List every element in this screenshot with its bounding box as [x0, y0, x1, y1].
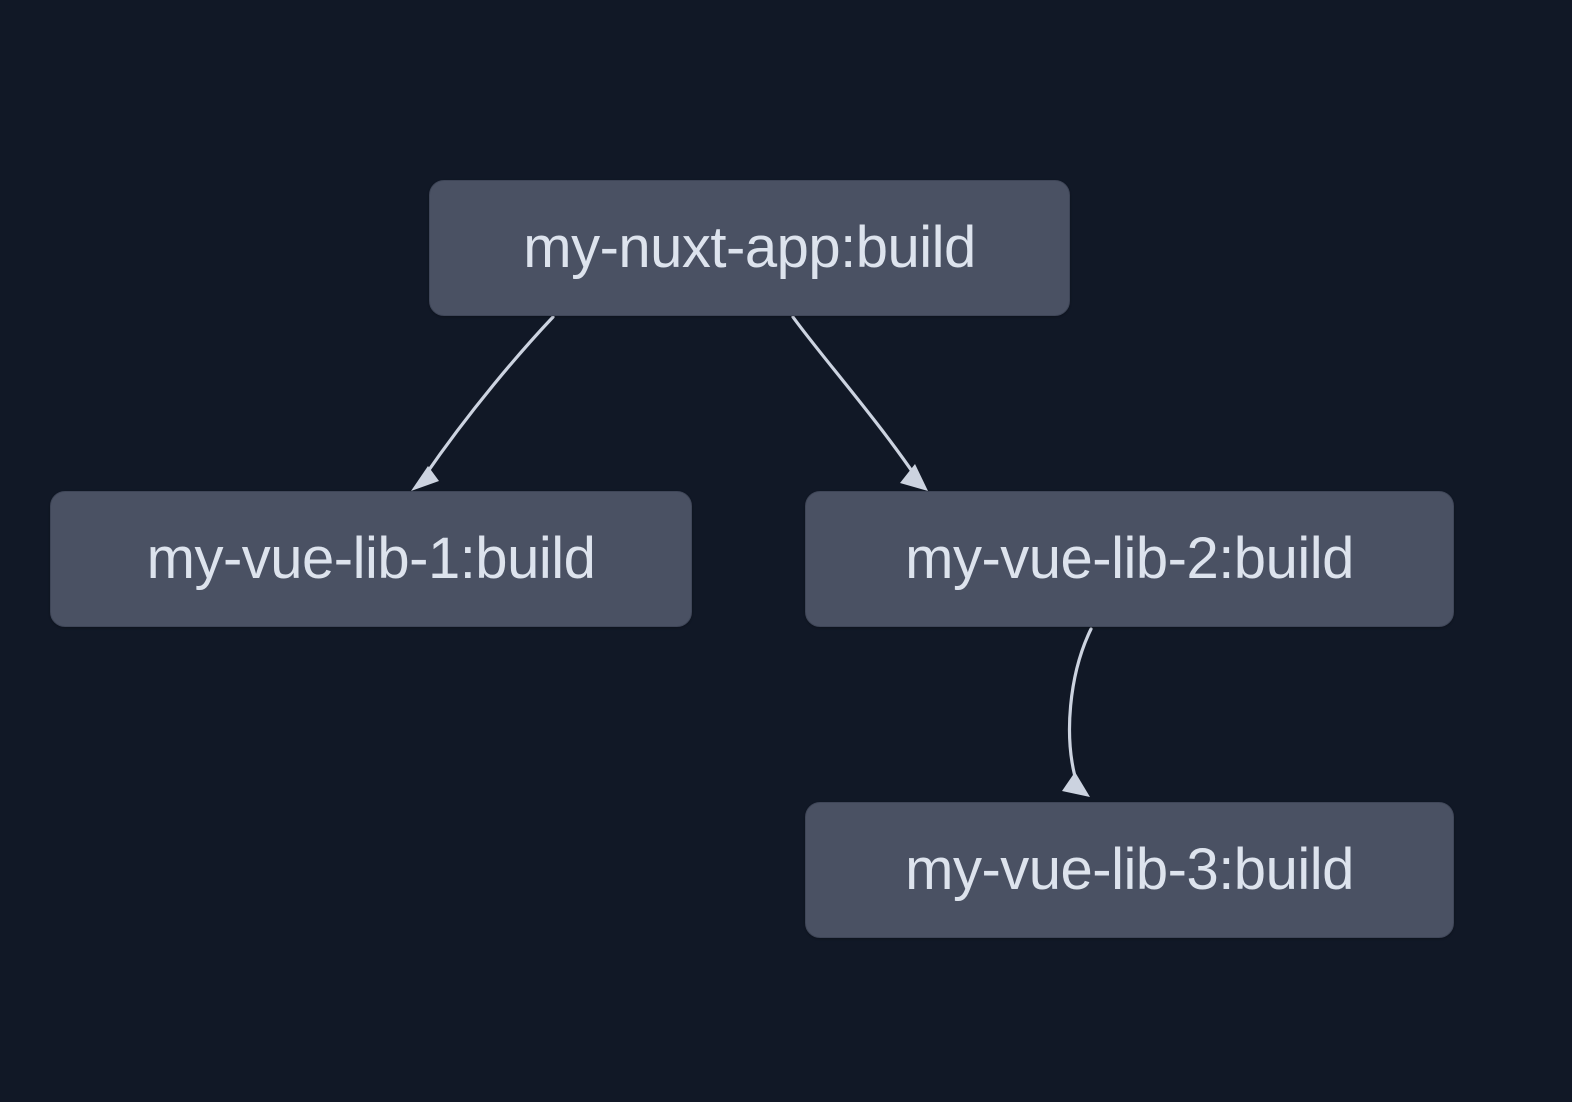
edge-app-to-lib1	[411, 315, 555, 491]
edge-app-to-lib2-arrowhead	[900, 464, 928, 491]
graph-node-my-nuxt-app-build[interactable]: my-nuxt-app:build	[429, 180, 1070, 316]
edge-lib2-to-lib3	[1062, 627, 1093, 797]
edge-lib2-to-lib3-path	[1067, 627, 1093, 789]
edge-app-to-lib2	[791, 315, 928, 491]
graph-node-my-vue-lib-1-build[interactable]: my-vue-lib-1:build	[50, 491, 692, 627]
graph-node-my-vue-lib-3-build[interactable]: my-vue-lib-3:build	[805, 802, 1454, 938]
edge-app-to-lib2-path	[791, 315, 918, 479]
graph-node-label: my-vue-lib-1:build	[146, 526, 596, 591]
graph-node-label: my-nuxt-app:build	[523, 215, 976, 280]
graph-node-label: my-vue-lib-2:build	[905, 526, 1354, 591]
graph-node-my-vue-lib-2-build[interactable]: my-vue-lib-2:build	[805, 491, 1454, 627]
edge-app-to-lib1-path	[422, 315, 555, 479]
edge-lib2-to-lib3-arrowhead	[1062, 772, 1090, 797]
edge-app-to-lib1-arrowhead	[411, 466, 439, 491]
graph-node-label: my-vue-lib-3:build	[905, 837, 1354, 902]
